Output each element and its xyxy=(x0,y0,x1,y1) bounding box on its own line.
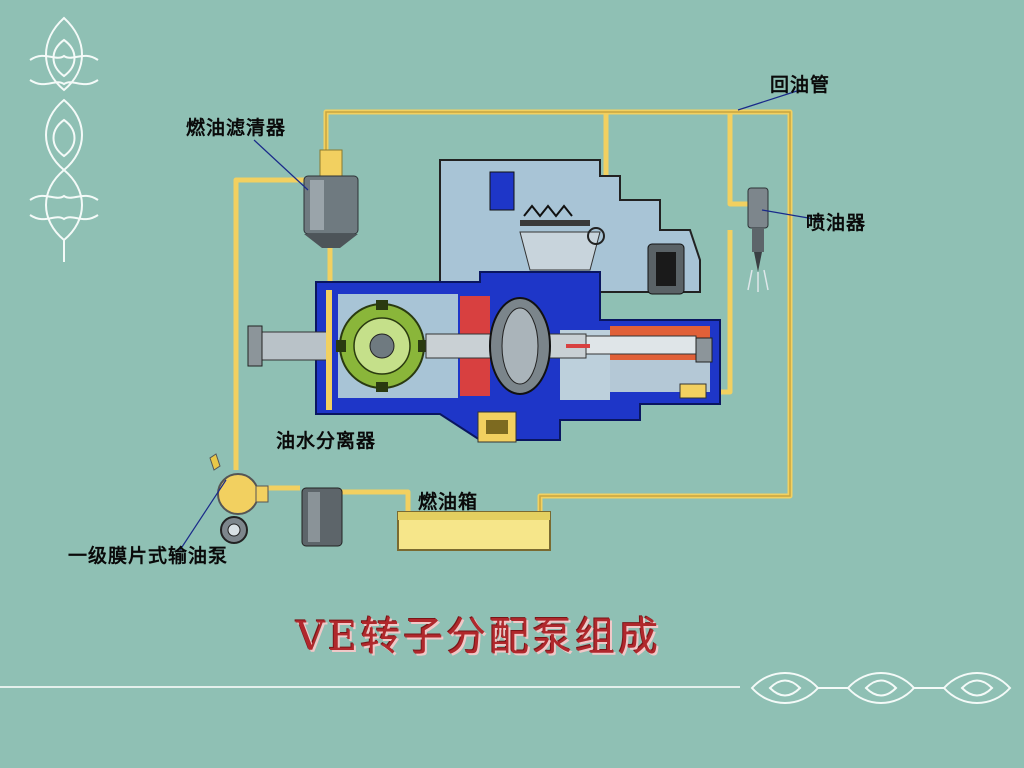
leader-lines xyxy=(179,89,821,551)
divider-line xyxy=(0,686,740,688)
diaphragm-transfer-pump xyxy=(209,453,269,544)
label-fuel-tank: 燃油箱 xyxy=(418,491,479,513)
label-water-separator: 油水分离器 xyxy=(276,430,377,452)
fuel-filter xyxy=(303,149,359,248)
label-return-pipe: 回油管 xyxy=(770,74,831,96)
ornament-flourish-icon xyxy=(29,16,99,262)
fuel-tank xyxy=(397,511,551,551)
ornament-border-icon xyxy=(750,672,1012,704)
label-transfer-pump: 一级膜片式输油泵 xyxy=(68,545,229,567)
slide-title: VE转子分配泵组成 xyxy=(296,614,662,660)
secondary-filter xyxy=(301,487,343,547)
distributor-pump xyxy=(247,159,721,443)
label-fuel-filter: 燃油滤清器 xyxy=(186,117,287,139)
label-injector: 喷油器 xyxy=(806,212,867,234)
injector xyxy=(747,187,769,292)
